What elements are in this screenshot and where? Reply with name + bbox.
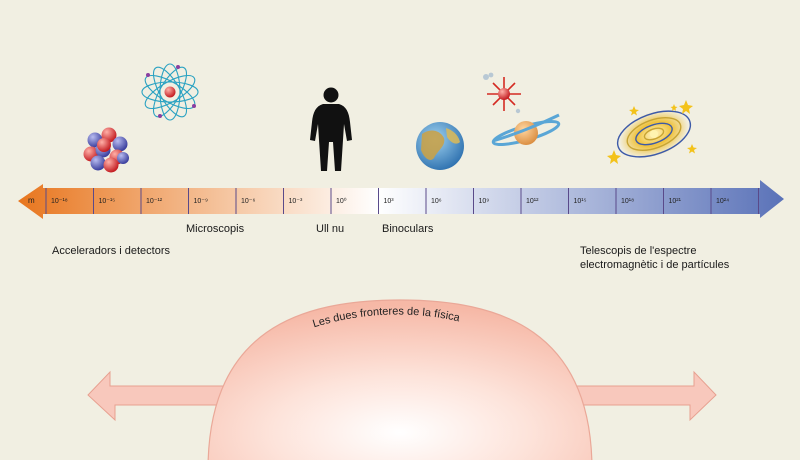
label-naked-eye: Ull nu	[316, 223, 345, 235]
scale-tick-label: 10⁻⁹	[194, 198, 208, 205]
scale-tick-label: 10²¹	[669, 198, 682, 205]
scale-tick-label: 10⁻¹⁵	[99, 198, 116, 205]
scale-tick-label: 10⁻¹²	[146, 198, 163, 205]
scale-tick-label: 10¹²	[526, 198, 539, 205]
scale-tick-label: 10¹⁸	[621, 198, 634, 205]
label-telescopes-line1: Telescopis de l'espectre	[580, 245, 697, 257]
label-accelerators: Acceleradors i detectors	[52, 245, 170, 257]
left-arrow-icon	[87, 370, 246, 422]
scale-tick-label: 10⁻¹⁸	[51, 198, 68, 205]
label-binoculars: Binoculars	[382, 223, 434, 235]
scale-tick-label: 10⁻³	[289, 198, 303, 205]
right-arrow-icon	[554, 370, 717, 422]
saturn-icon	[491, 113, 561, 147]
scale-tick-label: 10⁰	[336, 197, 347, 205]
scale-tick-label: 10³	[384, 198, 395, 205]
frontiers-dome: Les dues fronteres de la física	[87, 299, 717, 460]
label-telescopes-line2: electromagnètic i de partícules	[580, 259, 730, 271]
dome-shape	[207, 299, 593, 460]
scale-tick-label: 10¹⁵	[574, 198, 587, 205]
galaxy-icon	[607, 100, 697, 164]
scale-tick-label: 10⁶	[431, 198, 442, 205]
nucleus-icon	[83, 127, 129, 173]
scale-tick-label: 10⁻⁶	[241, 198, 255, 205]
scale-ticks: 10⁻¹⁸ 10⁻¹⁵ 10⁻¹² 10⁻⁹ 10⁻⁶ 10⁻³ 10⁰ 10³ 10⁶ 10⁹ 1…	[45, 188, 759, 214]
scale-tick-label: 10²⁴	[716, 198, 729, 205]
earth-icon	[416, 122, 464, 170]
scale-tick-label: 10⁹	[479, 198, 490, 205]
human-silhouette-icon	[310, 87, 352, 171]
scale-bar-shape	[18, 180, 784, 219]
star-icon	[483, 72, 521, 114]
atom-icon	[141, 63, 199, 121]
label-microscopes: Microscopis	[186, 223, 245, 235]
scale-unit: m	[28, 196, 35, 205]
